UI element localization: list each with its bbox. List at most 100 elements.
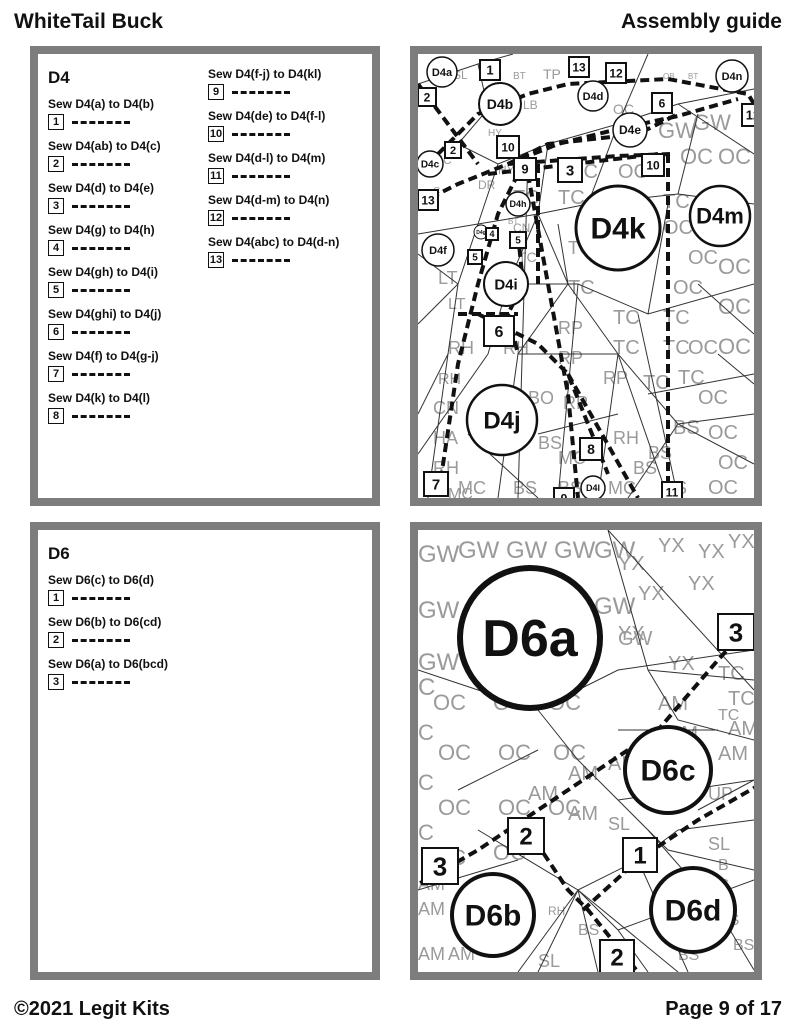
patch-edge [617, 54, 649, 125]
fabric-code: GW [506, 537, 548, 564]
piece-label: D4m [696, 204, 744, 229]
step-number-box: 1 [48, 114, 64, 130]
seam-line-icon [72, 120, 130, 124]
piece-label: D4f [429, 245, 447, 257]
d4-step-6: Sew D4(ghi) to D4(j)6 [48, 306, 161, 342]
fabric-code: GW [554, 537, 596, 564]
seam-tag-number: 2 [450, 145, 456, 157]
seam-tag-box [423, 471, 449, 497]
patch-edge [457, 749, 539, 791]
seam-tag-number: 12 [746, 108, 754, 123]
fabric-code: RP [603, 368, 628, 388]
fabric-code: RP [558, 318, 583, 338]
fabric-code: OB [663, 72, 675, 81]
fabric-code: GW [618, 628, 653, 650]
fabric-code: RP [558, 348, 583, 368]
fabric-code: OC [663, 217, 693, 239]
fabric-code: OC [718, 334, 751, 359]
section-title: Assembly guide [620, 10, 782, 33]
seam-line-icon [72, 680, 130, 684]
d4-section-title: D4 [48, 68, 70, 87]
step-checkbox-row: 1 [48, 112, 161, 132]
fabric-code: OC [433, 690, 466, 715]
step-checkbox-row: 10 [208, 124, 339, 144]
piece-label: D6c [640, 755, 695, 788]
seam-line-icon [72, 414, 130, 418]
patch-edge [577, 889, 679, 972]
patch-edge [557, 223, 569, 285]
fabric-code: RH [548, 904, 565, 918]
seam-tag-box [622, 837, 658, 873]
seam-tag-box [418, 87, 437, 107]
seam-tag-number: 3 [433, 851, 447, 881]
d4-step-13: Sew D4(abc) to D4(d-n)13 [208, 234, 339, 270]
fabric-code: OC [618, 161, 648, 183]
piece-circle [612, 112, 648, 148]
piece-circle [483, 261, 529, 307]
piece-label: D4k [590, 213, 645, 246]
fabric-code: AM [418, 944, 445, 964]
seam-tag-box [513, 157, 537, 181]
patch-edge [697, 283, 754, 335]
step-number-box: 12 [208, 210, 224, 226]
seam-tag-box [467, 249, 483, 265]
patch-edge [677, 819, 754, 831]
fabric-code: OC [498, 740, 531, 765]
step-checkbox-row: 1 [48, 588, 168, 608]
fabric-code: LT [448, 296, 466, 313]
seam-tag-number: 5 [515, 236, 521, 247]
fabric-code: MC [458, 478, 486, 498]
step-instruction: Sew D4(f-j) to D4(kl) [208, 67, 322, 81]
fabric-code: YX [638, 583, 665, 605]
step-checkbox-row: 11 [208, 166, 339, 186]
fabric-code: GW [594, 593, 636, 620]
step-number-box: 2 [48, 156, 64, 172]
piece-circle [465, 383, 539, 457]
step-number-box: 5 [48, 282, 64, 298]
page-number: Page 9 of 17 [665, 998, 782, 1020]
step-instruction: Sew D4(k) to D4(l) [48, 391, 151, 405]
step-number-box: 7 [48, 366, 64, 382]
fabric-code: AM [568, 803, 598, 825]
patch-edge [647, 203, 669, 315]
piece-circle [688, 184, 752, 248]
d6-section-title: D6 [48, 544, 70, 563]
fabric-code: DR [478, 178, 496, 192]
fabric-code: C [418, 720, 434, 745]
step-checkbox-row: 7 [48, 364, 161, 384]
fabric-code: YX [658, 535, 685, 557]
d6-step-3: Sew D6(a) to D6(bcd)3 [48, 656, 168, 692]
d6-step-2: Sew D6(b) to D6(cd)2 [48, 614, 168, 650]
step-checkbox-row: 5 [48, 280, 161, 300]
step-checkbox-row: 2 [48, 154, 161, 174]
piece-circle [580, 475, 606, 498]
step-number-box: 11 [208, 168, 224, 184]
step-number-box: 1 [48, 590, 64, 606]
piece-circle [418, 150, 444, 178]
copyright: ©2021 Legit Kits [14, 998, 170, 1020]
fabric-code: GW [418, 541, 460, 568]
seam-tag-number: 5 [472, 253, 478, 264]
step-checkbox-row: 8 [48, 406, 161, 426]
fabric-code: TC [643, 372, 670, 394]
piece-circle [623, 725, 713, 815]
step-instruction: Sew D4(d-l) to D4(m) [208, 151, 326, 165]
step-checkbox-row: 9 [208, 82, 339, 102]
fabric-code: GW [458, 537, 500, 564]
fabric-code: AM [718, 743, 748, 765]
piece-circle [649, 866, 737, 954]
d4-step-1: Sew D4(a) to D4(b)1 [48, 96, 161, 132]
seam-line-icon [72, 162, 130, 166]
step-instruction: Sew D4(d) to D4(e) [48, 181, 155, 195]
fabric-code: B [718, 857, 729, 874]
seam-tag-box [661, 481, 683, 498]
piece-label: D4j [483, 407, 520, 434]
seam-tag-box [741, 103, 754, 127]
step-instruction: Sew D4(ab) to D4(c) [48, 139, 161, 153]
seam-tag-box [483, 315, 515, 347]
piece-circle [421, 233, 455, 267]
fabric-code: YX [698, 541, 725, 563]
seam-tag-box [641, 153, 665, 177]
fabric-code: SL [608, 814, 630, 834]
seam-line-icon [72, 330, 130, 334]
